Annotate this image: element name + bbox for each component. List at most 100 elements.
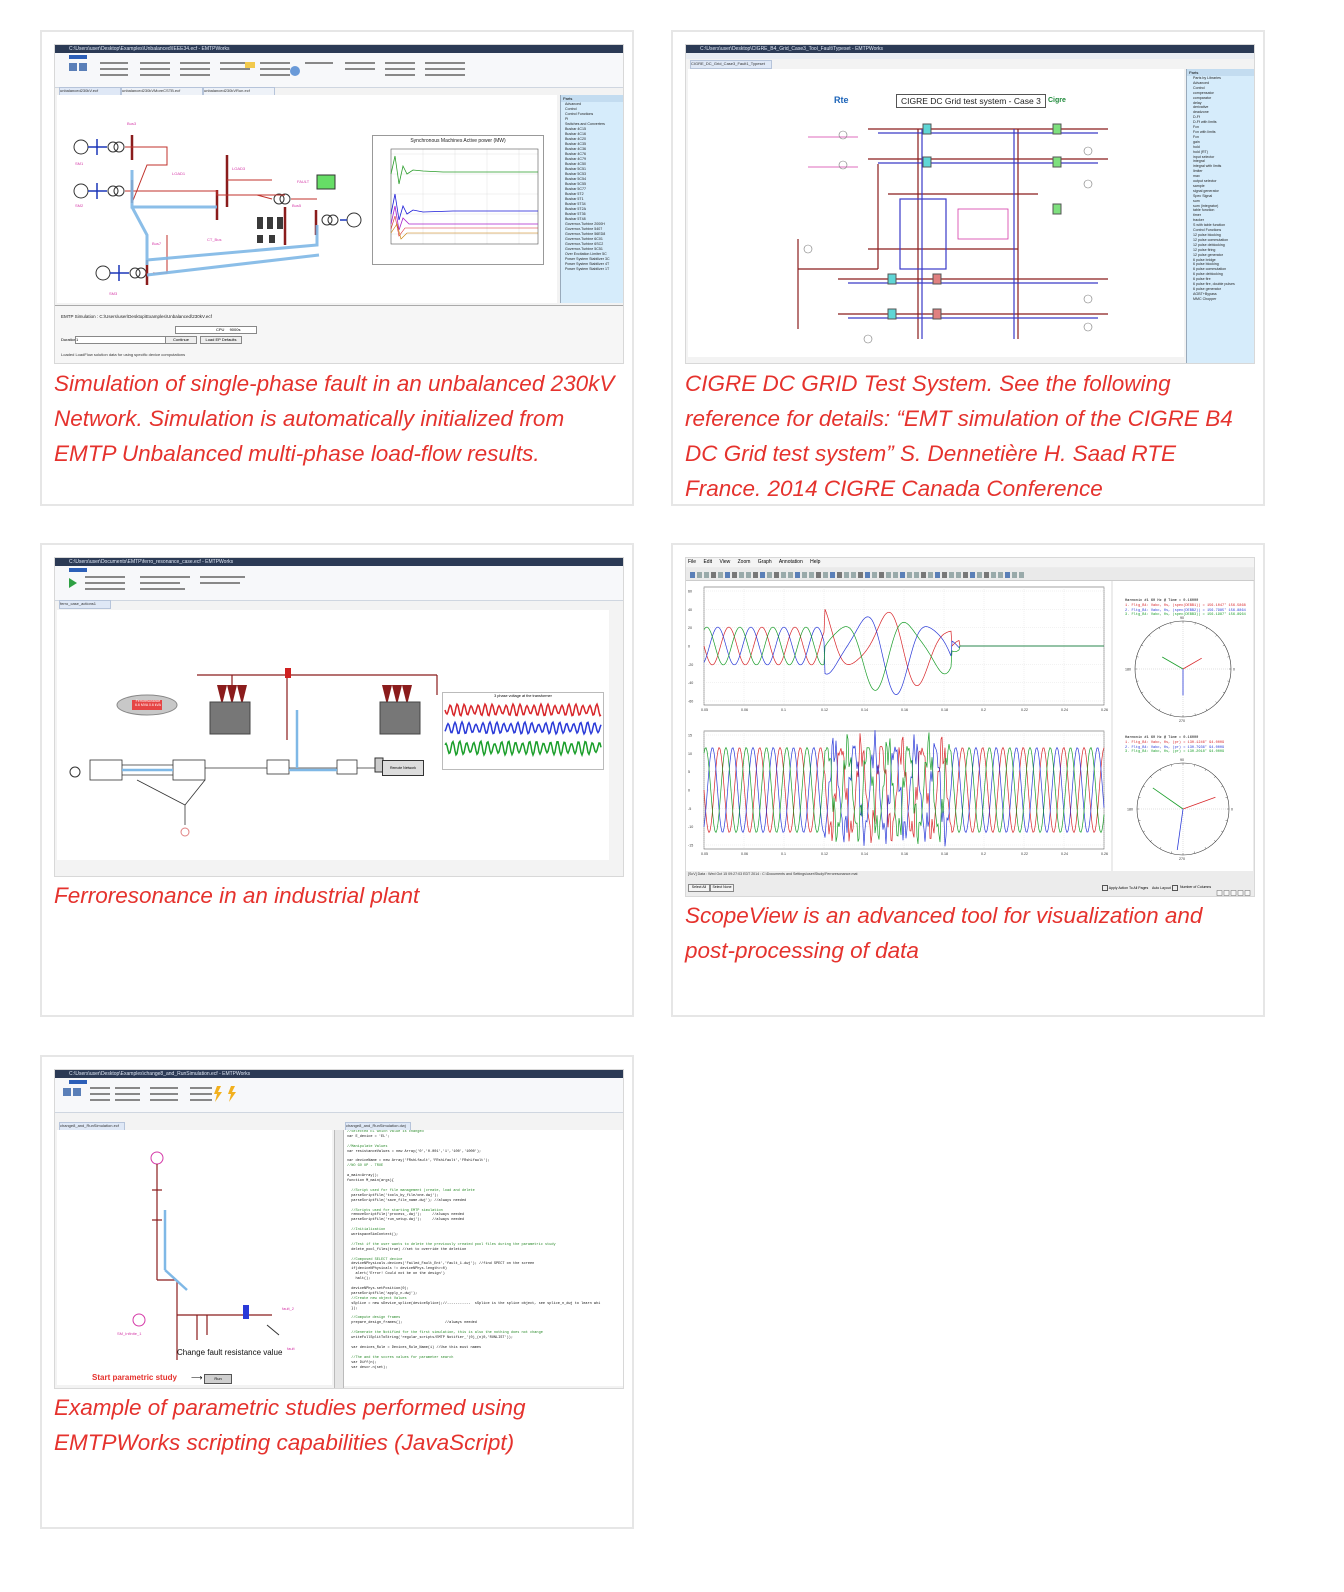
toolbar-button-icon[interactable] (893, 572, 898, 578)
toolbar-button-icon[interactable] (998, 572, 1003, 578)
toolbar-button-icon[interactable] (865, 572, 870, 578)
library-item[interactable]: limiter (1193, 169, 1203, 174)
toolbar-button-icon[interactable] (942, 572, 947, 578)
library-item[interactable]: deadzone (1193, 110, 1209, 115)
library-item[interactable]: Busbar 5C55 (565, 182, 586, 186)
toolbar-button-icon[interactable] (725, 572, 730, 578)
library-item[interactable]: 12 pulse generator (1193, 252, 1223, 257)
library-item[interactable]: sum (1193, 198, 1200, 203)
toolbar-button-icon[interactable] (977, 572, 982, 578)
select-none-button[interactable]: Select None (710, 884, 734, 892)
toolbar-button-icon[interactable] (830, 572, 835, 578)
menu-zoom[interactable]: Zoom (737, 559, 751, 565)
transformer-voltage-chart[interactable]: 3 phase voltage at the transformer (442, 692, 604, 770)
ribbon-toolbar[interactable] (55, 566, 623, 601)
library-item[interactable]: 6 pulse fire (1193, 277, 1211, 282)
library-item[interactable]: Busbar 4C76 (565, 152, 586, 156)
library-item[interactable]: Busbar 4C36 (565, 147, 586, 151)
library-item[interactable]: Busbar 4C79 (565, 157, 586, 161)
library-item[interactable]: Busbar 5C53 (565, 172, 586, 176)
library-item[interactable]: Busbar 4C15 (565, 127, 586, 131)
library-item[interactable]: Switches and Converters (565, 122, 605, 126)
menu-bar[interactable]: File Edit View Zoom Graph Annotation Hel… (686, 558, 1254, 567)
toolbar-button-icon[interactable] (900, 572, 905, 578)
menu-view[interactable]: View (719, 559, 731, 565)
library-item[interactable]: Spec Signal (1193, 193, 1213, 198)
library-item[interactable]: signal generator (1193, 188, 1219, 193)
library-item[interactable]: Control (1193, 85, 1205, 90)
library-item[interactable]: Control Functions (1193, 228, 1222, 233)
toolbar-button-icon[interactable] (1005, 572, 1010, 578)
library-item[interactable]: gain (1193, 139, 1200, 144)
toolbar-button-icon[interactable] (816, 572, 821, 578)
library-item[interactable]: 6 pulse blocking (1193, 262, 1219, 267)
library-item[interactable]: D-Ff with limits (1193, 120, 1217, 125)
toolbar-button-icon[interactable] (823, 572, 828, 578)
library-item[interactable]: Pi (565, 117, 569, 121)
screenshot-emtpworks-unbalanced[interactable]: C:\Users\user\Desktop\Examples\Unbalance… (54, 44, 624, 364)
library-item[interactable]: Busbar 5T34 (565, 202, 586, 206)
active-power-chart[interactable]: Synchronous Machines Active power (MW) (372, 135, 544, 265)
toolbar-button-icon[interactable] (767, 572, 772, 578)
library-item[interactable]: 6 pulse deblocking (1193, 272, 1223, 277)
select-all-button[interactable]: Select All (688, 884, 710, 892)
simulation-panel[interactable]: EMTP Simulation : C:\Users\user\Desktop\… (55, 305, 623, 363)
toolbar-button-icon[interactable] (970, 572, 975, 578)
library-item[interactable]: Governor-Turbine 5407 (565, 227, 603, 231)
library-item[interactable]: 12 pulse deblocking (1193, 242, 1225, 247)
library-item[interactable]: Control Functions (565, 112, 594, 116)
library-item[interactable]: Over Excitation Limiter 5C (565, 252, 607, 256)
toolbar-button-icon[interactable] (921, 572, 926, 578)
doc-tab-1[interactable]: CIGRE_DC_Grid_Case3_Fault1_Typeset (690, 60, 772, 69)
library-item[interactable]: D-Ff (1193, 115, 1200, 120)
library-item[interactable]: hold (1193, 144, 1200, 149)
toolbar-button-icon[interactable] (886, 572, 891, 578)
library-item[interactable]: table function (1193, 208, 1215, 213)
library-item[interactable]: 6 pulse commutation (1193, 267, 1227, 272)
screenshot-emtpworks-scripting[interactable]: C:\Users\user\Desktop\Examples\change8_a… (54, 1069, 624, 1389)
library-item[interactable]: compensator (1193, 90, 1214, 95)
library-item[interactable]: Fcn with limits (1193, 129, 1216, 134)
library-item[interactable]: Power System Stabilizer 4T (565, 262, 610, 266)
toolbar-button-icon[interactable] (697, 572, 702, 578)
library-item[interactable]: delay (1193, 100, 1202, 105)
schematic-canvas[interactable]: Rte CIGRE DC Grid test system - Case 3 C… (688, 69, 1184, 357)
toolbar-button-icon[interactable] (711, 572, 716, 578)
library-item[interactable]: Fcn (1193, 134, 1199, 139)
toolbar-button-icon[interactable] (781, 572, 786, 578)
menu-annotation[interactable]: Annotation (778, 559, 803, 565)
library-item[interactable]: Governor-Turbine 6SC2 (565, 242, 604, 246)
library-item[interactable]: Governor-Turbine 6C01 (565, 237, 603, 241)
toolbar-button-icon[interactable] (935, 572, 940, 578)
library-item[interactable]: 6 pulse fire, double pulses (1193, 282, 1235, 287)
library-item[interactable]: 6 pulse bridge (1193, 257, 1216, 262)
remote-network-box[interactable]: Remote Network (382, 760, 424, 776)
library-item[interactable]: Control (565, 107, 577, 111)
library-item[interactable]: Busbar 5T36 (565, 212, 586, 216)
ribbon-tabs[interactable] (686, 53, 1254, 59)
toolbar-button-icon[interactable] (760, 572, 765, 578)
phasor-panel[interactable]: Harmonic #1 60 Hz @ Time = 0.16000 1. Fl… (1113, 581, 1253, 871)
library-item[interactable]: Busbar 5C77 (565, 187, 586, 191)
toolbar-button-icon[interactable] (732, 572, 737, 578)
toolbar-button-icon[interactable] (844, 572, 849, 578)
ribbon-toolbar[interactable] (55, 53, 623, 88)
library-item[interactable]: Busbar 5T48 (565, 217, 586, 221)
toolbar-button-icon[interactable] (809, 572, 814, 578)
toolbar-button-icon[interactable] (718, 572, 723, 578)
library-item[interactable]: MMC Chopper (1193, 296, 1217, 301)
library-item[interactable]: Governor-Turbine 56ED8 (565, 232, 606, 236)
toolbar-button-icon[interactable] (928, 572, 933, 578)
splitter[interactable] (334, 1130, 344, 1388)
toolbar-button-icon[interactable] (872, 572, 877, 578)
toolbar-button-icon[interactable] (788, 572, 793, 578)
load-defaults-button[interactable]: Load EP Defaults (200, 336, 242, 344)
toolbar-button-icon[interactable] (879, 572, 884, 578)
toolbar-button-icon[interactable] (907, 572, 912, 578)
